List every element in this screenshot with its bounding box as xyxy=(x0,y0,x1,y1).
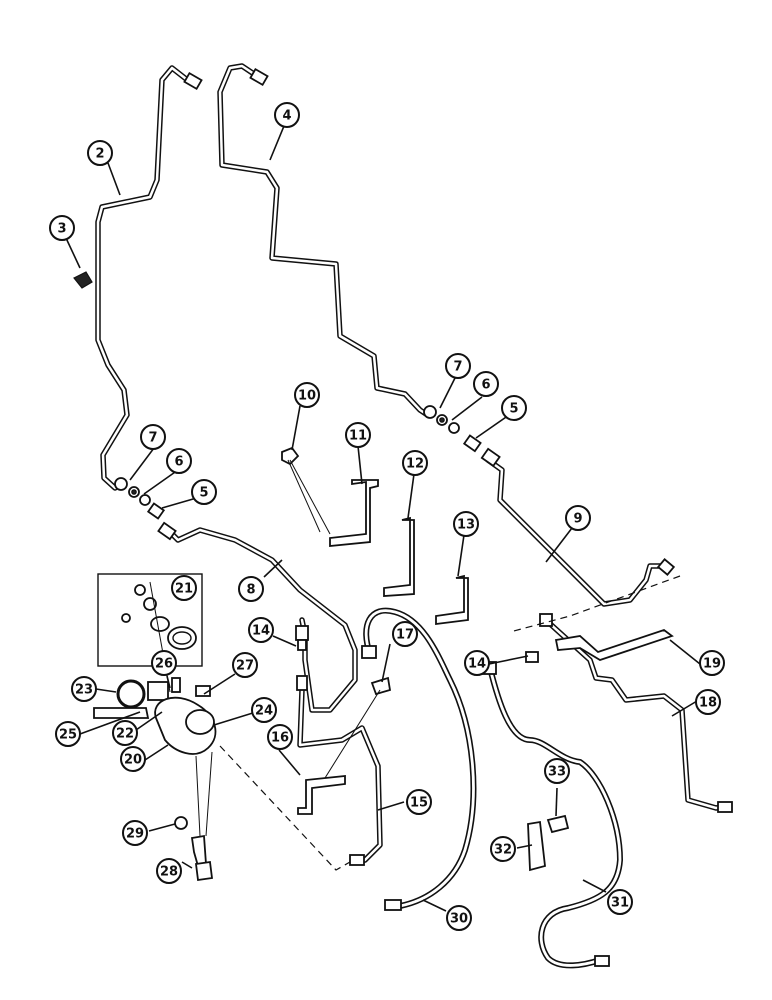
svg-text:16: 16 xyxy=(271,731,289,746)
callout-14-right: 14 xyxy=(464,650,490,676)
callout-8: 8 xyxy=(238,576,264,602)
svg-text:6: 6 xyxy=(481,378,490,393)
callout-5-upper: 5 xyxy=(501,395,527,421)
callout-32: 32 xyxy=(490,836,516,862)
pipe-8 xyxy=(165,527,358,713)
callout-18: 18 xyxy=(695,689,721,715)
callout-13: 13 xyxy=(453,511,479,537)
callout-6: 6 xyxy=(166,448,192,474)
svg-text:15: 15 xyxy=(410,796,428,811)
svg-text:14: 14 xyxy=(252,624,270,639)
svg-text:7: 7 xyxy=(148,431,157,446)
svg-text:25: 25 xyxy=(59,728,77,743)
callout-7: 7 xyxy=(140,424,166,450)
callout-2: 2 xyxy=(87,140,113,166)
callout-21: 21 xyxy=(171,575,197,601)
callout-16: 16 xyxy=(267,724,293,750)
callout-23: 23 xyxy=(71,676,97,702)
svg-text:27: 27 xyxy=(236,659,254,674)
svg-text:20: 20 xyxy=(124,753,142,768)
svg-text:29: 29 xyxy=(126,827,144,842)
svg-text:6: 6 xyxy=(174,455,183,470)
callout-10: 10 xyxy=(294,382,320,408)
leader-lines xyxy=(65,125,701,912)
svg-text:3: 3 xyxy=(57,222,66,237)
callout-33: 33 xyxy=(544,758,570,784)
svg-text:7: 7 xyxy=(453,360,462,375)
callout-29: 29 xyxy=(122,820,148,846)
pipe-15 xyxy=(297,687,383,865)
pipe-2 xyxy=(95,65,193,491)
svg-text:33: 33 xyxy=(548,765,566,780)
svg-text:4: 4 xyxy=(282,109,291,124)
pipe-9 xyxy=(485,457,668,607)
svg-text:8: 8 xyxy=(246,583,255,598)
callout-7-upper: 7 xyxy=(445,353,471,379)
callout-24: 24 xyxy=(251,697,277,723)
brackets xyxy=(297,479,674,872)
callout-30: 30 xyxy=(446,905,472,931)
svg-text:19: 19 xyxy=(703,657,721,672)
callout-11: 11 xyxy=(345,422,371,448)
callout-14-left: 14 xyxy=(248,617,274,643)
svg-text:18: 18 xyxy=(699,696,717,711)
svg-text:17: 17 xyxy=(396,628,414,643)
callout-22: 22 xyxy=(112,720,138,746)
svg-text:13: 13 xyxy=(457,518,475,533)
fittings xyxy=(73,67,733,967)
callout-12: 12 xyxy=(402,450,428,476)
master-cylinder-20 xyxy=(93,573,217,882)
callout-6-upper: 6 xyxy=(473,371,499,397)
svg-text:21: 21 xyxy=(175,582,193,597)
svg-text:31: 31 xyxy=(611,896,629,911)
callout-4: 4 xyxy=(274,102,300,128)
pipe-4 xyxy=(217,63,429,417)
callout-28: 28 xyxy=(156,858,182,884)
callout-20: 20 xyxy=(120,746,146,772)
svg-text:22: 22 xyxy=(116,727,134,742)
svg-text:14: 14 xyxy=(468,657,486,672)
svg-text:23: 23 xyxy=(75,683,93,698)
callout-31: 31 xyxy=(607,889,633,915)
svg-text:24: 24 xyxy=(255,704,273,719)
svg-text:5: 5 xyxy=(199,486,208,501)
svg-text:9: 9 xyxy=(573,512,582,527)
hose-31 xyxy=(487,665,624,969)
pipe-18 xyxy=(545,619,731,811)
callout-5: 5 xyxy=(191,479,217,505)
hose-30 xyxy=(363,607,477,909)
svg-text:12: 12 xyxy=(406,457,424,472)
callout-25: 25 xyxy=(55,721,81,747)
callout-17: 17 xyxy=(392,621,418,647)
svg-text:26: 26 xyxy=(155,657,173,672)
callout-15: 15 xyxy=(406,789,432,815)
svg-text:28: 28 xyxy=(160,865,178,880)
svg-text:32: 32 xyxy=(494,843,512,858)
callout-26: 26 xyxy=(151,650,177,676)
svg-text:10: 10 xyxy=(298,389,316,404)
callout-19: 19 xyxy=(699,650,725,676)
callout-9: 9 xyxy=(565,505,591,531)
callout-3: 3 xyxy=(49,215,75,241)
svg-text:5: 5 xyxy=(509,402,518,417)
callout-27: 27 xyxy=(232,652,258,678)
svg-text:11: 11 xyxy=(349,429,367,444)
svg-text:2: 2 xyxy=(95,147,104,162)
svg-text:30: 30 xyxy=(450,912,468,927)
